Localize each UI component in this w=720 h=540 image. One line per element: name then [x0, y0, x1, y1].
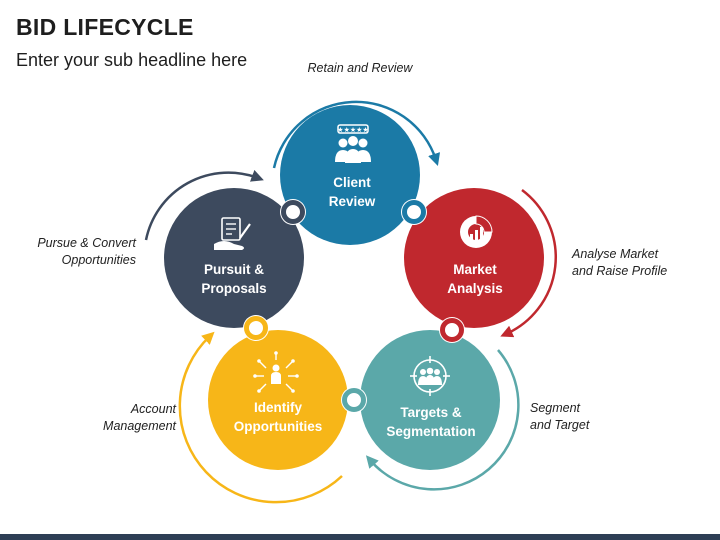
caption-segment-line-1: Segment: [530, 401, 581, 415]
connector-ring-red-teal: [439, 317, 465, 343]
targets-segmentation-label-2: Segmentation: [386, 424, 475, 439]
client-review-label-1: Client: [333, 175, 371, 190]
target-group-icon: [410, 356, 450, 396]
pursuit-proposals-circle: [164, 188, 304, 328]
targets-segmentation-circle: [360, 330, 500, 470]
connector-ring-blue-red: [401, 199, 427, 225]
customer-rating-icon: ★★★★★: [335, 124, 371, 163]
caption-pursue-line-1: Pursue & Convert: [37, 236, 136, 250]
caption-account-management: Account Management: [60, 401, 176, 435]
caption-pursue-line-2: Opportunities: [61, 253, 136, 267]
identify-opportunities-label-2: Opportunities: [234, 419, 323, 434]
bottom-bar: [0, 534, 720, 540]
identify-opportunities-circle: [208, 330, 348, 470]
caption-retain-review: Retain and Review: [307, 61, 413, 75]
pie-chart-growth-icon: [460, 215, 493, 248]
page-subtitle: Enter your sub headline here: [16, 50, 248, 70]
pursuit-proposals-label-2: Proposals: [201, 281, 266, 296]
stage-market-analysis: Market Analysis: [404, 188, 544, 328]
caption-analyse-line-1: Analyse Market: [572, 247, 659, 261]
market-analysis-label-1: Market: [453, 262, 497, 277]
arc-account-management: [178, 331, 343, 504]
pursuit-proposals-label-1: Pursuit &: [204, 262, 264, 277]
caption-segment-line-2: and Target: [530, 418, 590, 432]
caption-analyse-line-2: and Raise Profile: [572, 264, 668, 278]
svg-text:★★★★★: ★★★★★: [337, 126, 368, 134]
arc-segment-target: [365, 349, 520, 491]
client-review-label-2: Review: [329, 194, 376, 209]
person-network-icon: [253, 351, 299, 393]
caption-analyse-market: Analyse Market and Raise Profile: [572, 246, 667, 280]
caption-pursue-convert: Pursue & Convert Opportunities: [20, 235, 136, 269]
arc-retain-review: [272, 100, 441, 169]
connector-ring-slate-blue: [280, 199, 306, 225]
market-analysis-circle: [404, 188, 544, 328]
stage-identify-opportunities: Identify Opportunities: [208, 330, 348, 470]
arc-pursue-convert: [144, 169, 264, 241]
connector-ring-yellow-slate: [243, 315, 269, 341]
page-title: BID LIFECYCLE: [16, 14, 194, 40]
connector-ring-teal-yellow: [341, 387, 367, 413]
caption-account-line-2: Management: [103, 419, 176, 433]
caption-segment-target: Segment and Target: [530, 400, 589, 434]
client-review-circle: [280, 105, 420, 245]
contract-handshake-icon: [214, 217, 251, 250]
stage-targets-segmentation: Targets & Segmentation: [360, 330, 500, 470]
caption-account-line-1: Account: [130, 402, 176, 416]
stage-pursuit-proposals: Pursuit & Proposals: [164, 188, 304, 328]
arc-analyse-market: [500, 188, 557, 338]
stage-client-review: ★★★★★ Client Review: [280, 105, 420, 245]
identify-opportunities-label-1: Identify: [254, 400, 302, 415]
market-analysis-label-2: Analysis: [447, 281, 503, 296]
targets-segmentation-label-1: Targets &: [400, 405, 462, 420]
